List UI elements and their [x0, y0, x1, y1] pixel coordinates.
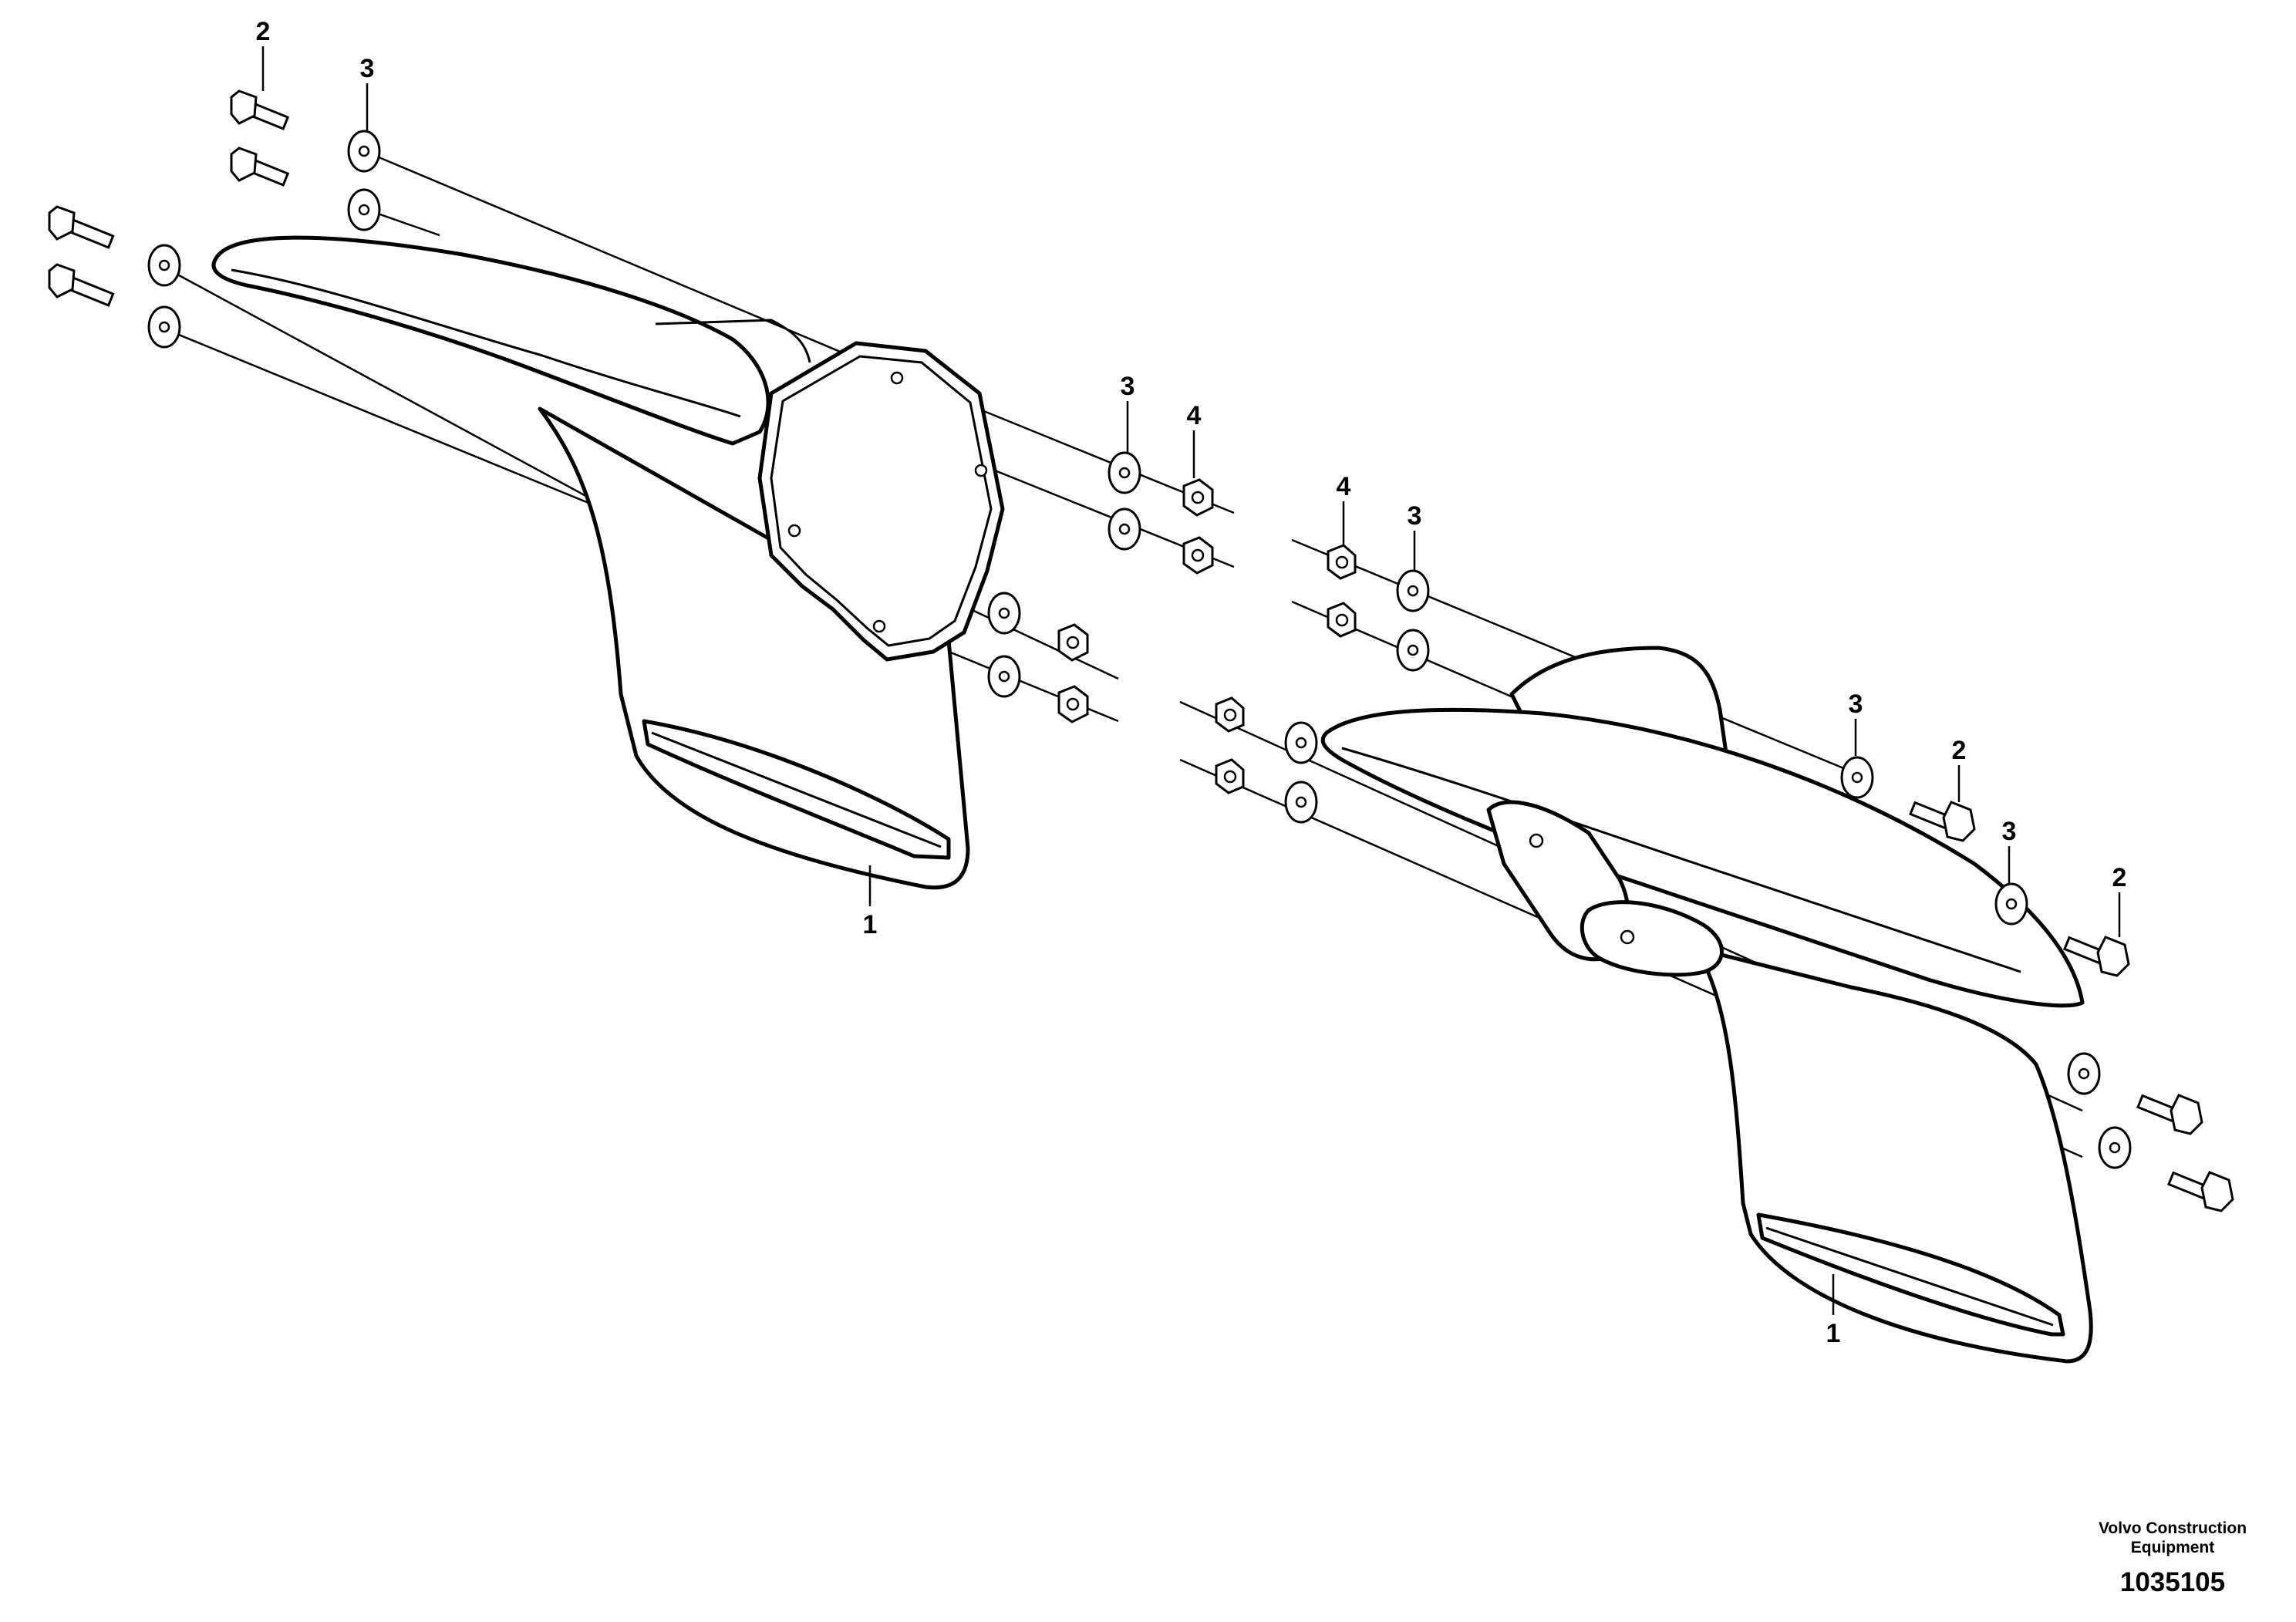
mudguard-left	[211, 235, 1005, 890]
footer-block: Volvo Construction Equipment 1035105	[2099, 1519, 2247, 1597]
callout-mudguard-right: 1	[1826, 1319, 1841, 1348]
callout-bolt-right-1: 2	[1952, 736, 1967, 765]
callout-washer-mid-right: 3	[1408, 501, 1422, 531]
bolt-right-1	[1909, 801, 1976, 842]
bolt-top-2	[230, 147, 290, 187]
bolt-right-2	[2063, 936, 2130, 977]
callout-bolt-top-left: 2	[256, 17, 271, 46]
callout-washer-right-2: 3	[2002, 817, 2017, 846]
bolt-top-4	[48, 263, 115, 307]
bolt-top-3	[48, 205, 115, 249]
callout-washer-right-1: 3	[1849, 690, 1863, 719]
callout-mudguard-left: 1	[863, 910, 878, 939]
company-name-line1: Volvo Construction	[2099, 1519, 2247, 1537]
drawing-number: 1035105	[2120, 1567, 2225, 1597]
bolt-right-4	[2167, 1171, 2234, 1212]
callout-leaders	[261, 46, 2121, 1315]
callout-bolt-right-2: 2	[2112, 863, 2127, 892]
callout-washer-mid-left: 3	[1121, 372, 1135, 401]
company-name-line2: Equipment	[2131, 1539, 2215, 1556]
callout-nut-mid-left: 4	[1187, 401, 1202, 430]
bolt-top-1	[230, 89, 290, 130]
callout-nut-mid-right: 4	[1337, 472, 1351, 501]
washers	[147, 130, 2132, 1169]
nuts	[1057, 478, 1357, 794]
callout-labels: 2 3 3 4 4 3 3 2 3 2 1 1	[256, 17, 2127, 1348]
bolt-right-3	[2136, 1094, 2203, 1135]
callout-washer-top-left: 3	[360, 54, 375, 83]
mudguard-right	[1320, 646, 2093, 1364]
